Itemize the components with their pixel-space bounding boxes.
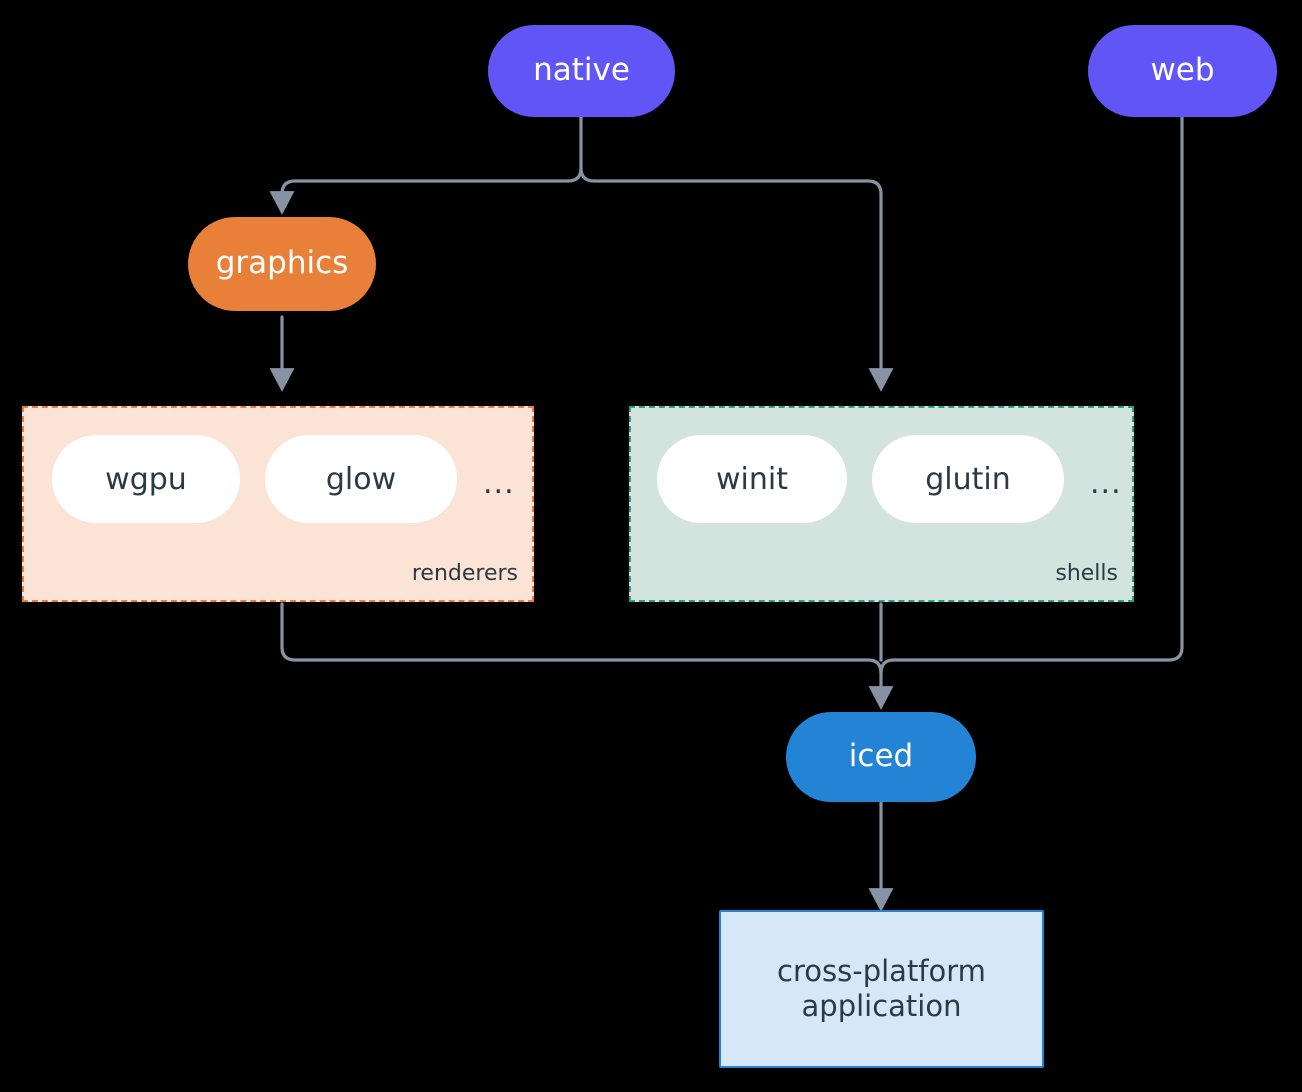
edge-renderers-iced <box>280 602 870 662</box>
cluster-renderers-label: renderers <box>411 561 518 586</box>
renderers-overflow-ellipsis: ... <box>483 466 515 501</box>
node-native-label: native <box>533 52 630 89</box>
leaf-glow-label: glow <box>325 461 397 497</box>
node-application-label-line1: cross-platform <box>777 953 986 988</box>
leaf-wgpu[interactable]: wgpu <box>52 435 240 523</box>
node-application-label-line2: application <box>801 989 962 1023</box>
edge-native-graphics <box>269 179 570 215</box>
edge-bus-iced-right <box>879 658 896 675</box>
edge-bus-iced-left <box>866 658 883 675</box>
cluster-shells-label: shells <box>1055 561 1118 586</box>
leaf-glutin-label: glutin <box>925 461 1011 497</box>
leaf-glutin[interactable]: glutin <box>872 435 1064 523</box>
node-iced-label: iced <box>848 738 914 775</box>
leaf-wgpu-label: wgpu <box>105 461 187 497</box>
shells-overflow-ellipsis: ... <box>1090 466 1122 501</box>
node-iced[interactable]: iced <box>786 712 976 802</box>
leaf-winit-label: winit <box>716 461 788 497</box>
edge-native-bus-left <box>566 166 583 183</box>
edge-native-shells <box>592 179 894 392</box>
node-native[interactable]: native <box>488 25 675 117</box>
leaf-winit[interactable]: winit <box>657 435 847 523</box>
node-web[interactable]: web <box>1088 25 1277 117</box>
node-graphics[interactable]: graphics <box>188 217 376 311</box>
leaf-glow[interactable]: glow <box>265 435 457 523</box>
node-application[interactable]: cross-platform application <box>719 910 1044 1068</box>
cluster-renderers: wgpu glow ... renderers <box>22 406 534 602</box>
edge-native-bus <box>579 115 596 183</box>
node-graphics-label: graphics <box>215 245 349 282</box>
cluster-shells: winit glutin ... shells <box>629 406 1134 602</box>
node-web-label: web <box>1150 52 1215 89</box>
